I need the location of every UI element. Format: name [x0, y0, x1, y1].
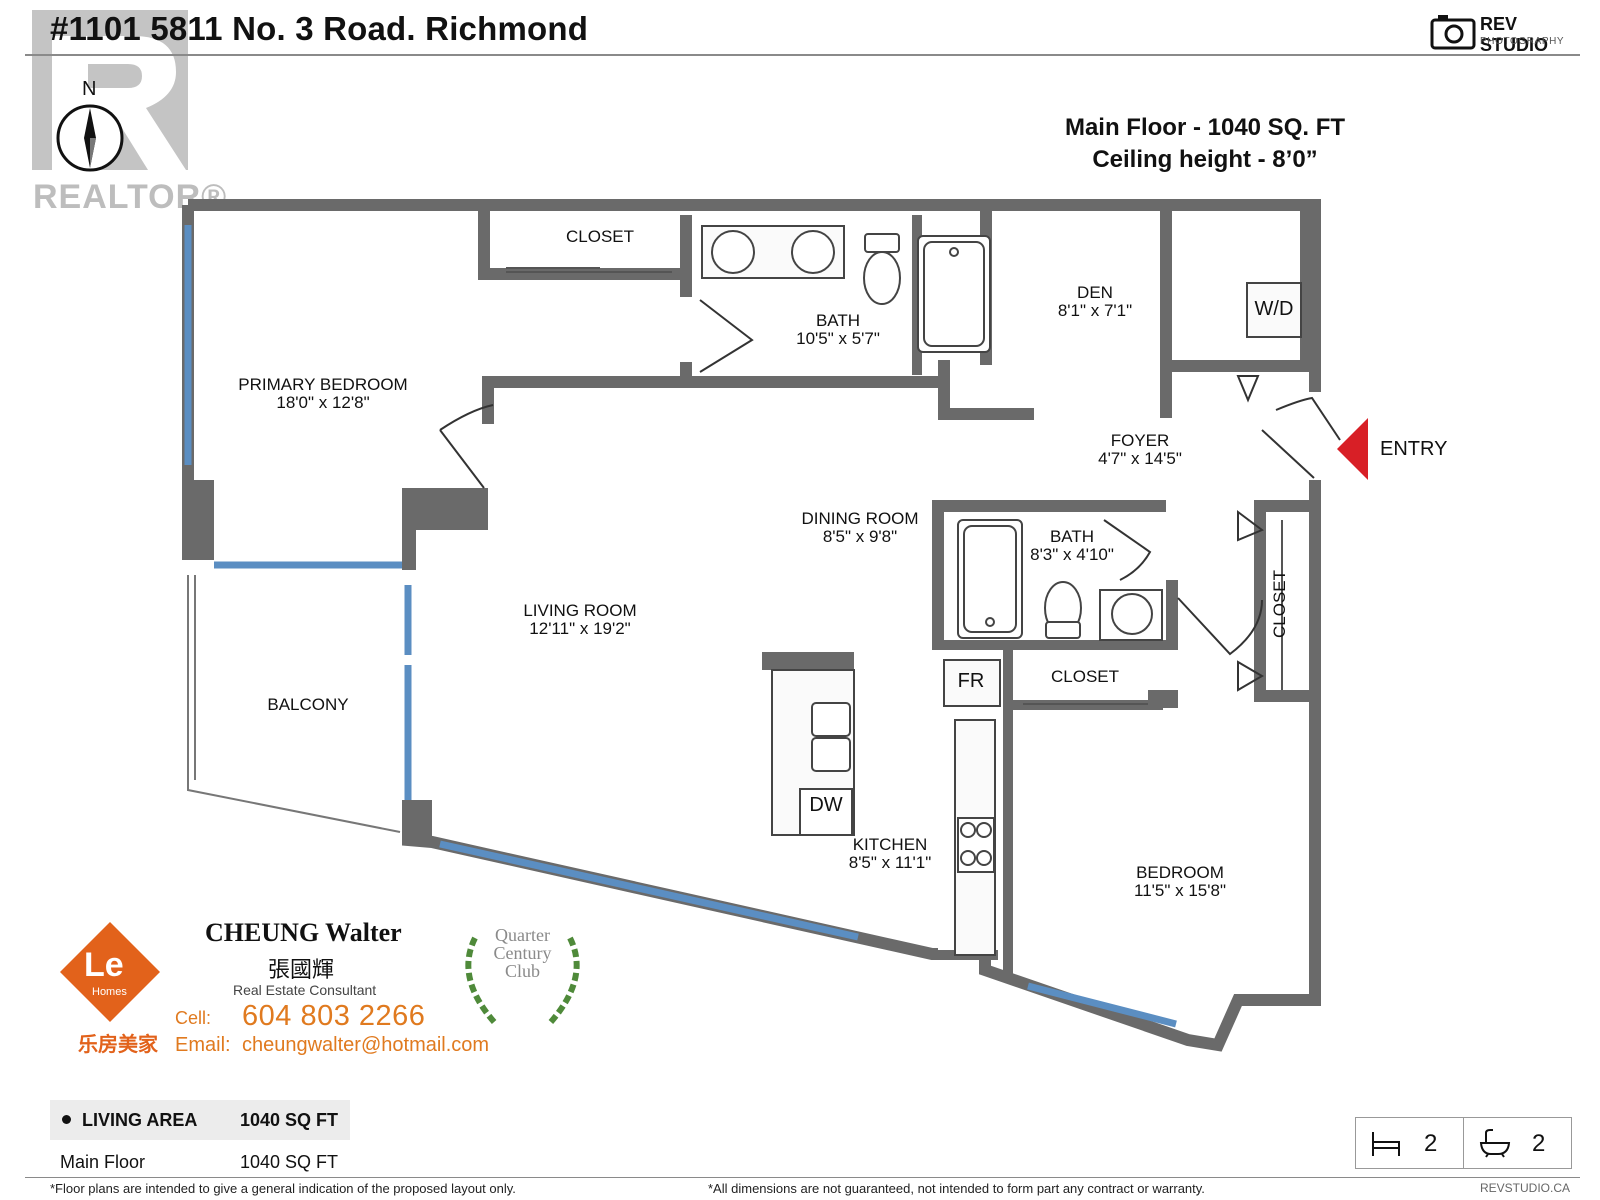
room-name: BEDROOM — [1136, 863, 1224, 882]
room-name: KITCHEN — [852, 835, 928, 854]
living-area-table: LIVING AREA 1040 SQ FT Main Floor 1040 S… — [50, 1100, 350, 1180]
area-header-label: LIVING AREA — [82, 1110, 198, 1130]
room-closet-mid: CLOSET — [1050, 667, 1120, 686]
counts-divider — [1463, 1118, 1464, 1168]
north-label: N — [82, 78, 97, 100]
agent-title: Real Estate Consultant — [233, 982, 377, 998]
room-size: 8'5" x 9'8" — [822, 527, 898, 546]
quarter-century-club-badge: Quarter Century Club — [455, 918, 590, 1033]
bath-count: 2 — [1464, 1118, 1571, 1168]
email-label: Email: — [175, 1034, 231, 1056]
balcony-outline — [187, 575, 401, 833]
room-size: 12'11" x 19'2" — [529, 619, 631, 638]
bed-bath-counts: 2 2 — [1355, 1117, 1572, 1169]
room-balcony: BALCONY — [267, 695, 349, 714]
windows — [184, 225, 1177, 1028]
bed-count-value: 2 — [1424, 1130, 1438, 1157]
room-size: 11'5" x 15'8" — [1134, 881, 1226, 900]
room-size: 8'1" x 7'1" — [1057, 301, 1133, 320]
club-line3: Club — [504, 961, 540, 981]
area-row-value: 1040 SQ FT — [239, 1152, 338, 1172]
room-bath-second: BATH 8'3" x 4'10" — [1022, 528, 1122, 564]
room-bath-primary: BATH 10'5" x 5'7" — [778, 312, 898, 348]
cell-number[interactable]: 604 803 2266 — [242, 1000, 426, 1032]
room-size: 4'7" x 14'5" — [1098, 449, 1182, 468]
room-name: DINING ROOM — [801, 509, 919, 528]
footer-divider — [25, 1177, 1580, 1178]
footer-disclaimer-right: *All dimensions are not guaranteed, not … — [708, 1181, 1205, 1196]
room-size: 8'3" x 4'10" — [1030, 545, 1114, 564]
bath-count-value: 2 — [1532, 1130, 1546, 1157]
room-closet-side: CLOSET — [1270, 569, 1289, 639]
entry-label: ENTRY — [1380, 438, 1448, 460]
bed-icon — [1372, 1132, 1400, 1156]
table-row: Main Floor 1040 SQ FT — [50, 1140, 350, 1180]
dishwasher-label: DW — [809, 794, 843, 816]
floor-area-line: Main Floor - 1040 SQ. FT — [1064, 114, 1346, 141]
room-living: LIVING ROOM 12'11" x 19'2" — [510, 602, 650, 638]
floor-info: Main Floor - 1040 SQ. FT Ceiling height … — [1020, 112, 1390, 176]
brand-name: REV STUDIO — [1480, 14, 1549, 55]
room-bedroom: BEDROOM 11'5" x 15'8" — [1125, 864, 1235, 900]
room-name: BATH — [1049, 527, 1095, 546]
fixtures — [701, 225, 1302, 956]
area-row-label: Main Floor — [60, 1152, 146, 1172]
camera-icon — [1430, 15, 1476, 50]
club-text: Quarter Century Club — [455, 926, 590, 980]
room-den: DEN 8'1" x 7'1" — [1040, 284, 1150, 320]
club-line1: Quarter — [495, 925, 550, 945]
bullet-icon — [62, 1115, 71, 1124]
ceiling-height-line: Ceiling height - 8’0” — [1092, 146, 1318, 173]
washer-dryer: W/D — [1254, 298, 1294, 320]
le-homes-icon — [60, 922, 160, 1022]
bathtub-icon — [1479, 1129, 1511, 1158]
area-table-header: LIVING AREA 1040 SQ FT — [50, 1100, 350, 1140]
room-dining: DINING ROOM 8'5" x 9'8" — [790, 510, 930, 546]
room-size: 10'5" x 5'7" — [796, 329, 880, 348]
room-name: PRIMARY BEDROOM — [238, 375, 408, 394]
agent-name: CHEUNG Walter — [205, 918, 402, 947]
cell-label: Cell: — [175, 1008, 212, 1028]
room-name: LIVING ROOM — [523, 601, 637, 620]
le-homes-logo: Le Homes — [60, 922, 160, 1022]
room-name: DEN — [1077, 283, 1113, 302]
club-line2: Century — [493, 943, 552, 963]
compass: N — [50, 78, 130, 173]
logo-chinese: 乐房美家 — [78, 1034, 158, 1056]
area-header-value: 1040 SQ FT — [239, 1110, 338, 1130]
door-swings — [439, 299, 1341, 692]
fridge-label: FR — [957, 670, 985, 692]
footer-disclaimer-left: *Floor plans are intended to give a gene… — [50, 1181, 516, 1196]
room-closet-top: CLOSET — [565, 227, 635, 246]
brand-logo: REV STUDIO PHOTOGRAPHY — [1430, 12, 1580, 55]
header-divider — [25, 54, 1580, 56]
compass-icon — [56, 104, 124, 172]
room-foyer: FOYER 4'7" x 14'5" — [1090, 432, 1190, 468]
room-name: BATH — [815, 311, 861, 330]
brand-subtitle: PHOTOGRAPHY — [1480, 36, 1565, 47]
logo-sub: Homes — [92, 986, 127, 998]
room-primary-bedroom: PRIMARY BEDROOM 18'0" x 12'8" — [228, 376, 418, 412]
laurel-wreath-icon — [465, 936, 580, 1025]
closet-doors — [506, 267, 1283, 705]
email-address[interactable]: cheungwalter@hotmail.com — [242, 1034, 490, 1056]
entry-arrow-icon — [1337, 418, 1368, 480]
logo-text: Le — [84, 946, 124, 984]
room-kitchen: KITCHEN 8'5" x 11'1" — [840, 836, 940, 872]
room-size: 8'5" x 11'1" — [848, 853, 932, 872]
page-title: #1101 5811 No. 3 Road. Richmond — [50, 10, 589, 47]
bed-count: 2 — [1356, 1118, 1463, 1168]
footer-website[interactable]: REVSTUDIO.CA — [1480, 1181, 1571, 1195]
agent-name-chinese: 張國輝 — [268, 957, 335, 982]
room-name: FOYER — [1110, 431, 1170, 450]
room-size: 18'0" x 12'8" — [276, 393, 370, 412]
